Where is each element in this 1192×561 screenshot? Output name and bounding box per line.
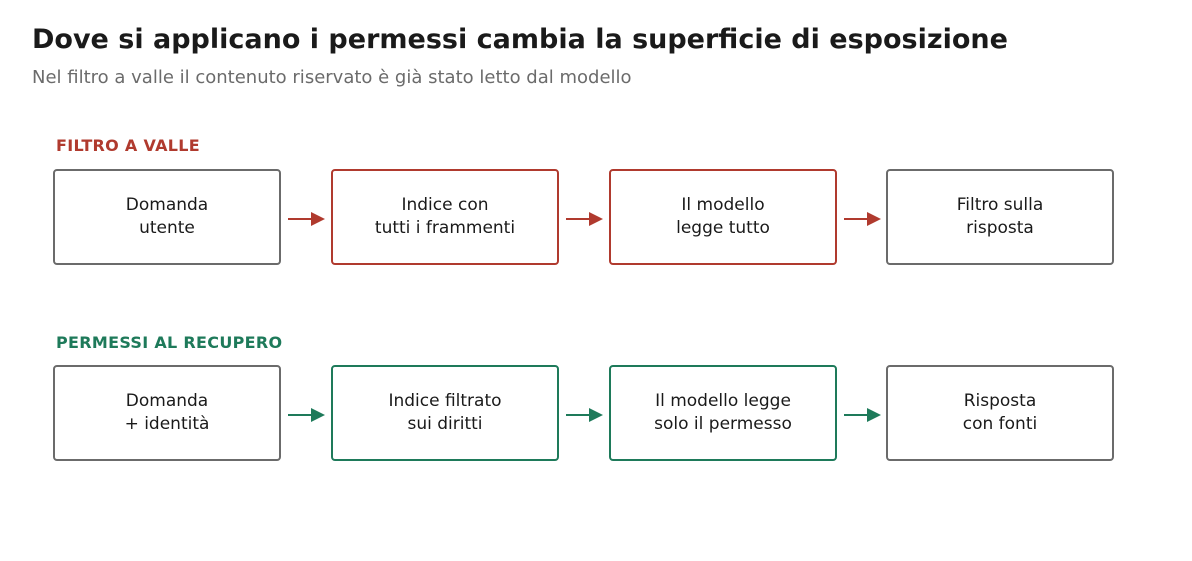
flow-box-label: Il modello legge solo il permesso xyxy=(654,391,792,434)
arrow-right-icon xyxy=(566,408,603,422)
flow-box-indice-filtrato-diritti: Indice filtrato sui diritti xyxy=(331,365,559,461)
flow-box-label: Indice filtrato sui diritti xyxy=(388,391,502,434)
section-label-filtro-a-valle: FILTRO A VALLE xyxy=(56,136,200,155)
page-title: Dove si applicano i permessi cambia la s… xyxy=(32,24,1008,55)
flow-box-indice-tutti-frammenti: Indice con tutti i frammenti xyxy=(331,169,559,265)
flow-box-label: Domanda + identità xyxy=(124,391,210,434)
flow-box-filtro-risposta: Filtro sulla risposta xyxy=(886,169,1114,265)
flow-box-label: Domanda utente xyxy=(125,195,209,238)
arrow-right-icon xyxy=(288,408,325,422)
flow-box-risposta-fonti: Risposta con fonti xyxy=(886,365,1114,461)
flow-box-domanda-identita: Domanda + identità xyxy=(53,365,281,461)
page-subtitle: Nel filtro a valle il contenuto riservat… xyxy=(32,67,632,88)
arrow-right-icon xyxy=(844,408,881,422)
flow-box-domanda-utente: Domanda utente xyxy=(53,169,281,265)
arrow-right-icon xyxy=(288,212,325,226)
flow-box-modello-legge-tutto: Il modello legge tutto xyxy=(609,169,837,265)
flow-box-label: Indice con tutti i frammenti xyxy=(374,195,516,238)
arrow-right-icon xyxy=(566,212,603,226)
section-label-permessi-al-recupero: PERMESSI AL RECUPERO xyxy=(56,333,283,352)
flow-box-label: Filtro sulla risposta xyxy=(956,195,1044,238)
flow-box-modello-legge-permesso: Il modello legge solo il permesso xyxy=(609,365,837,461)
flow-box-label: Risposta con fonti xyxy=(962,391,1038,434)
flow-box-label: Il modello legge tutto xyxy=(676,195,770,238)
arrow-right-icon xyxy=(844,212,881,226)
